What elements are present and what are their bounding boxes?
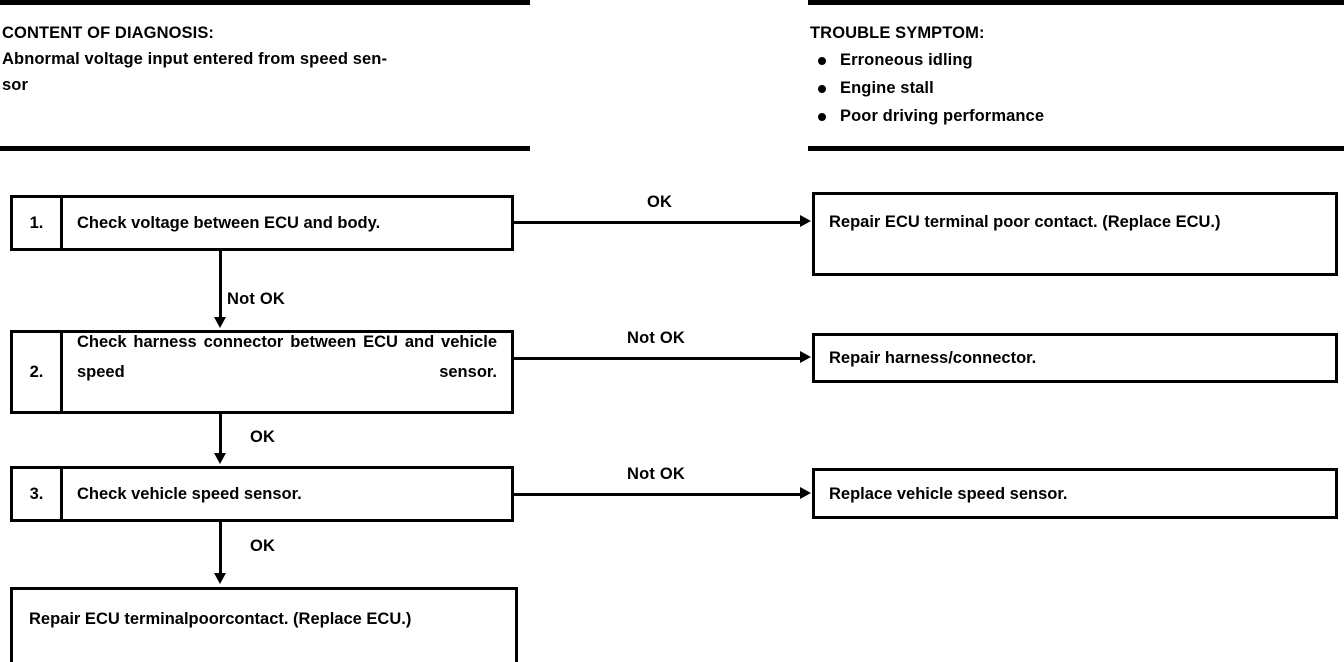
branch-line-1	[513, 221, 805, 224]
branch-line-3	[513, 493, 805, 496]
bullet-icon	[818, 113, 826, 121]
step-number-2: 2.	[13, 333, 63, 411]
flow-arrow-1-to-2	[214, 317, 226, 328]
step-box-1: 1. Check voltage between ECU and body.	[10, 195, 514, 251]
flow-label-2-to-3: OK	[250, 428, 276, 446]
step-body-1: Check voltage between ECU and body.	[63, 198, 511, 248]
list-item: Engine stall	[810, 74, 1344, 102]
result-text-3: Replace vehicle speed sensor.	[829, 484, 1068, 503]
step-body-3: Check vehicle speed sensor.	[63, 469, 511, 519]
step-box-2: 2. Check harness connector between ECU a…	[10, 330, 514, 414]
flow-arrow-2-to-3	[214, 453, 226, 464]
symptom-label: Engine stall	[840, 79, 934, 97]
step-text-2: Check harness connector between ECU and …	[77, 333, 497, 381]
bullet-icon	[818, 85, 826, 93]
branch-arrow-2	[800, 351, 811, 363]
header-right-top-rule	[808, 0, 1344, 5]
trouble-symptom-title: TROUBLE SYMPTOM:	[810, 24, 985, 42]
branch-arrow-1	[800, 215, 811, 227]
result-box-3: Replace vehicle speed sensor.	[812, 468, 1338, 519]
step-body-2: Check harness connector between ECU and …	[63, 333, 511, 411]
content-of-diagnosis-title: CONTENT OF DIAGNOSIS:	[2, 24, 215, 42]
step-number-1: 1.	[13, 198, 63, 248]
branch-line-2	[513, 357, 805, 360]
symptom-label: Poor driving performance	[840, 107, 1045, 125]
terminal-result-box: Repair ECU terminalpoorcontact. (Replace…	[10, 587, 518, 662]
step-text-1: Check voltage between ECU and body.	[77, 214, 381, 232]
flow-arrow-3-to-terminal	[214, 573, 226, 584]
branch-label-2: Not OK	[627, 329, 686, 347]
result-box-2: Repair harness/connector.	[812, 333, 1338, 383]
flow-line-1-to-2	[219, 251, 222, 319]
terminal-result-text: Repair ECU terminalpoorcontact. (Replace…	[29, 610, 412, 628]
header-right-bottom-rule	[808, 146, 1344, 151]
flow-label-3-to-terminal: OK	[250, 537, 276, 555]
branch-label-3: Not OK	[627, 465, 686, 483]
header-left-bottom-rule	[0, 146, 530, 151]
result-text-2: Repair harness/connector.	[829, 349, 1037, 367]
header-left-top-rule	[0, 0, 530, 5]
flow-line-3-to-terminal	[219, 522, 222, 578]
content-of-diagnosis-description: Abnormal voltage input entered from spee…	[2, 50, 388, 94]
flow-label-1-to-2: Not OK	[227, 290, 286, 308]
flow-line-2-to-3	[219, 414, 222, 458]
step-text-3: Check vehicle speed sensor.	[77, 485, 302, 503]
list-item: Erroneous idling	[810, 46, 1344, 74]
step-box-3: 3. Check vehicle speed sensor.	[10, 466, 514, 522]
branch-arrow-3	[800, 487, 811, 499]
result-box-1: Repair ECU terminal poor contact. (Repla…	[812, 192, 1338, 276]
symptom-label: Erroneous idling	[840, 51, 973, 69]
result-text-1: Repair ECU terminal poor contact. (Repla…	[829, 213, 1221, 231]
bullet-icon	[818, 57, 826, 65]
branch-label-1: OK	[647, 193, 673, 211]
content-of-diagnosis-block: CONTENT OF DIAGNOSIS: Abnormal voltage i…	[2, 20, 530, 98]
trouble-symptom-block: TROUBLE SYMPTOM: Erroneous idling Engine…	[810, 20, 1344, 130]
trouble-symptom-list: Erroneous idling Engine stall Poor drivi…	[810, 46, 1344, 130]
step-number-3: 3.	[13, 469, 63, 519]
list-item: Poor driving performance	[810, 102, 1344, 130]
